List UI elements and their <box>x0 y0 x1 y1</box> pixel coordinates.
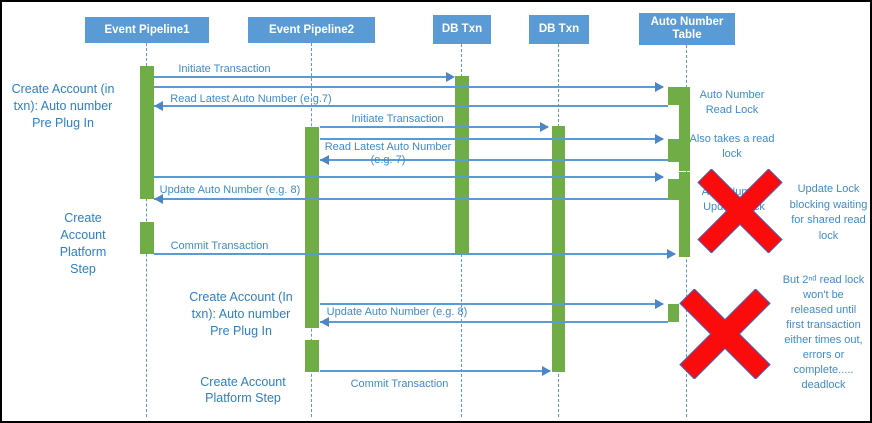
step-label-create-account-platform-step-1: Create Account Platform Step <box>59 211 107 276</box>
message-label-read-latest-1: Read Latest Auto Number (e.g.7) <box>170 93 332 105</box>
activation-bar-ep2-commit <box>305 340 319 372</box>
message-arrow-update-request-1 <box>154 176 663 178</box>
lifeline-header-event-pipeline2: Event Pipeline2 <box>248 17 375 43</box>
lifeline-header-event-pipeline1: Event Pipeline1 <box>85 17 209 43</box>
activation-bar-ant-update-1 <box>668 179 679 200</box>
message-arrow-update-response-2 <box>320 321 668 323</box>
arrowhead-right-icon <box>446 72 455 82</box>
arrowhead-right-icon <box>540 122 549 132</box>
activation-bar-ant-read-2 <box>668 139 679 162</box>
arrowhead-right-icon <box>542 366 551 376</box>
message-label-update-auto-number-2: Update Auto Number (e.g. 8) <box>326 306 468 318</box>
activation-bar-db-txn-1 <box>455 76 469 254</box>
arrowhead-right-icon <box>655 172 664 182</box>
message-label-commit-txn-1: Commit Transaction <box>170 240 269 252</box>
message-arrow-read-response-2 <box>320 159 668 161</box>
message-label-initiate-txn-2: Initiate Transaction <box>351 113 444 125</box>
step-label-create-account-pre-plugin-2: Create Account (In txn): Auto number Pre… <box>189 290 293 338</box>
message-arrow-read-request-1 <box>154 86 663 88</box>
arrowhead-right-icon <box>667 249 676 259</box>
step-label-create-account-platform-step-2: Create Account Platform Step <box>200 375 286 405</box>
message-arrow-commit-txn-1 <box>154 253 675 255</box>
activation-bar-ep1-commit <box>140 222 154 254</box>
note-auto-number-read-lock: Auto Number Read Lock <box>699 89 765 116</box>
activation-bar-ant-update-lock <box>679 172 690 257</box>
arrowhead-right-icon <box>655 299 664 309</box>
arrowhead-left-icon <box>154 194 163 204</box>
activation-bar-ant-read-1 <box>668 87 679 105</box>
message-label-update-auto-number-1: Update Auto Number (e.g. 8) <box>159 184 301 196</box>
deadlock-x-icon <box>679 289 771 379</box>
message-arrow-initiate-txn-1 <box>154 76 446 78</box>
message-arrow-initiate-txn-2 <box>320 126 548 128</box>
message-arrow-read-request-2 <box>320 138 663 140</box>
message-label-initiate-txn-1: Initiate Transaction <box>178 63 271 75</box>
activation-bar-ep2-txn <box>305 127 319 328</box>
arrowhead-left-icon <box>320 155 329 165</box>
activation-bar-db-txn-2 <box>552 126 565 372</box>
message-arrow-update-request-2 <box>320 303 663 305</box>
activation-bar-ep1-txn <box>140 66 154 199</box>
arrowhead-right-icon <box>655 134 664 144</box>
message-arrow-read-response-1 <box>154 105 668 107</box>
lifeline-header-db-txn-1: DB Txn <box>433 15 491 44</box>
arrowhead-right-icon <box>655 82 664 92</box>
activation-bar-ant-update-2 <box>668 304 679 322</box>
note-deadlock-explanation: But 2ⁿᵈ read lock won't be released unti… <box>782 274 865 391</box>
lifeline-header-db-txn-2: DB Txn <box>529 15 589 44</box>
note-update-lock-blocking: Update Lock blocking waiting for shared … <box>789 183 868 242</box>
note-also-takes-read-lock: Also takes a read lock <box>689 133 775 160</box>
lifeline-header-auto-number-table: Auto Number Table <box>639 13 735 45</box>
arrowhead-left-icon <box>320 317 329 327</box>
arrowhead-left-icon <box>154 101 163 111</box>
step-label-create-account-pre-plugin-1: Create Account (in txn): Auto number Pre… <box>11 82 115 130</box>
message-arrow-update-response-1 <box>154 198 668 200</box>
message-label-commit-txn-2: Commit Transaction <box>350 378 449 390</box>
deadlock-x-icon <box>697 169 783 253</box>
activation-bar-ant-read-lock <box>679 87 690 171</box>
message-label-read-latest-2: Read Latest Auto Number (e.g. 7) <box>324 141 452 166</box>
message-arrow-commit-txn-2 <box>320 370 550 372</box>
